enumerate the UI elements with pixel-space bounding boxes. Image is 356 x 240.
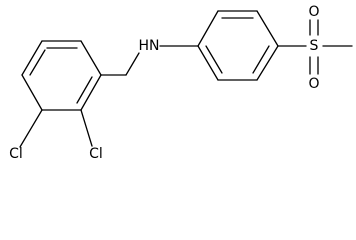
bond-c2-cl: [80, 109, 93, 147]
substituent-bonds: [19, 45, 199, 148]
sulfonylphenyl-ring: [197, 10, 279, 81]
atom-oxygen-label: O: [308, 76, 319, 92]
atom-sulfur-label: S: [310, 38, 319, 54]
atom-amine-label: HN: [139, 38, 160, 54]
sulfonyl-group: [277, 19, 353, 75]
bond-ch2-n: [125, 52, 140, 76]
atom-chlorine-label: Cl: [9, 146, 23, 161]
atom-chlorine-label: Cl: [89, 146, 103, 161]
bond-c3-cl: [19, 109, 43, 148]
chemical-structure: Cl Cl HN S O O: [9, 4, 353, 161]
dichlorophenyl-ring: [21, 40, 102, 111]
atom-oxygen-label: O: [308, 4, 319, 20]
